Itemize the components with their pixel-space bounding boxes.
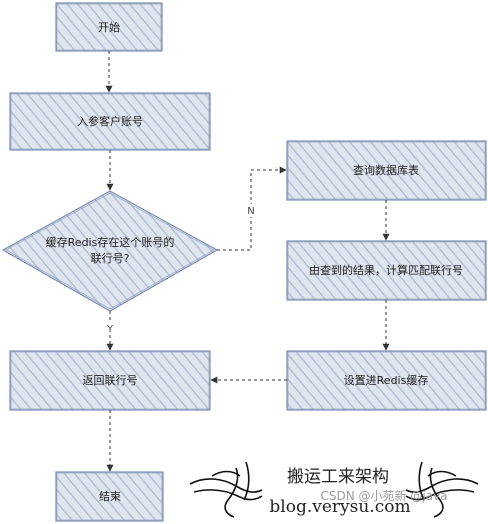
edge-label-no: N [247,206,254,217]
watermark-blog: blog.verysu.com [269,497,410,517]
compute-match-node: 由查到的结果，计算匹配联行号 [286,240,487,301]
tribal-ornament-right-icon [405,461,479,518]
query-db-node: 查询数据库表 [286,140,487,201]
cache-check-label-line2: 联行号? [91,252,130,265]
end-label: 结束 [99,490,121,503]
return-number-label: 返回联行号 [83,374,138,387]
start-node: 开始 [55,2,163,52]
end-node: 结束 [55,471,164,522]
compute-match-label: 由查到的结果，计算匹配联行号 [309,263,463,277]
set-redis-label: 设置进Redis缓存 [344,373,429,387]
cache-check-decision: 缓存Redis存在这个账号的 联行号? [1,190,219,312]
watermark-csdn: CSDN @小苑新 @java [321,488,448,503]
input-account-label: 入参客户账号 [77,114,143,128]
cache-check-label-line1: 缓存Redis存在这个账号的 [46,235,175,249]
return-number-node: 返回联行号 [9,350,211,411]
start-label: 开始 [98,20,120,34]
input-account-node: 入参客户账号 [9,92,211,151]
query-db-label: 查询数据库表 [353,163,419,177]
edge-label-yes: Y [106,324,114,335]
tribal-ornament-left-icon [189,461,263,518]
watermark-brand: 搬运工来架构 [287,467,389,487]
set-redis-node: 设置进Redis缓存 [286,350,487,411]
